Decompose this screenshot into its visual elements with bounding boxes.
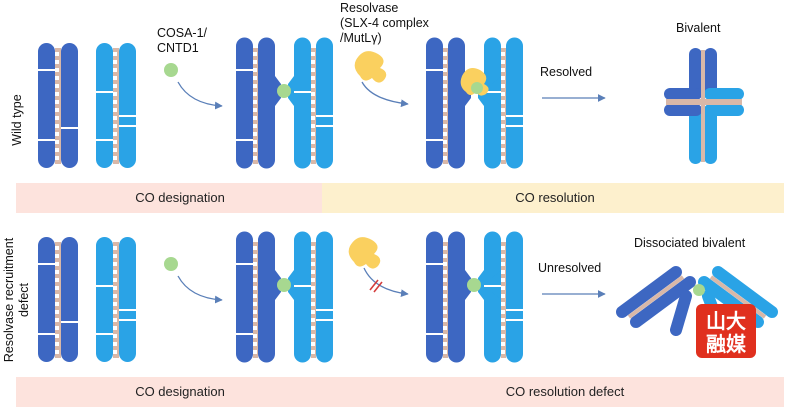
crossover-focus-top: [277, 84, 291, 98]
arrow-cosa-bottom: [177, 275, 223, 304]
resolvase-icon-top: [354, 51, 387, 83]
band-co-resolution-defect-bottom: [322, 377, 784, 407]
svg-text:山大: 山大: [706, 309, 746, 333]
band-label-co-resolution-defect-bottom: CO resolution defect: [506, 384, 625, 399]
label-bivalent: Bivalent: [676, 21, 721, 35]
homolog-pair-light-bottom: [96, 237, 136, 362]
label-cosa-1-top: COSA-1/CNTD1: [157, 26, 208, 55]
svg-text:融媒: 融媒: [706, 332, 747, 356]
arrow-cosa-top: [177, 81, 223, 110]
crossover-synapsis-top: [236, 37, 333, 169]
band-co-resolution-top: [322, 183, 784, 213]
crossover-synapsis-bottom: [236, 231, 333, 363]
homolog-pair-light-top: [96, 43, 136, 168]
label-dissociated-bivalent: Dissociated bivalent: [634, 236, 746, 250]
row-label-wild-type: Wild type: [10, 94, 24, 145]
cosa-1-focus-bottom: [164, 257, 178, 271]
cosa-1-focus-top: [164, 63, 178, 77]
band-co-designation-bottom: [16, 377, 322, 407]
arrow-resolvase-top: [361, 81, 409, 108]
band-co-designation-top: [16, 183, 322, 213]
crossover-with-resolvase-top: [426, 37, 523, 169]
label-unresolved: Unresolved: [538, 261, 601, 275]
logo-watermark: 山大 融媒: [696, 304, 756, 358]
row-label-resolvase-defect-line1: Resolvase recruitment: [2, 237, 16, 362]
band-label-co-resolution-top: CO resolution: [515, 190, 594, 205]
crossover-unresolved-bottom: [426, 231, 523, 363]
homolog-pair-dark-top: [38, 43, 78, 168]
crossover-focus-bottom: [277, 278, 291, 292]
band-label-co-designation-top: CO designation: [135, 190, 225, 205]
row-label-resolvase-defect-line2: defect: [17, 282, 31, 317]
resolvase-icon-bottom: [348, 237, 381, 269]
homolog-pair-dark-bottom: [38, 237, 78, 362]
block-mark: [369, 279, 383, 293]
band-label-co-designation-bottom: CO designation: [135, 384, 225, 399]
label-resolved: Resolved: [540, 65, 592, 79]
bivalent-chromosome: [664, 48, 744, 164]
label-resolvase-top: Resolvase(SLX-4 complex/MutLγ): [340, 1, 430, 45]
